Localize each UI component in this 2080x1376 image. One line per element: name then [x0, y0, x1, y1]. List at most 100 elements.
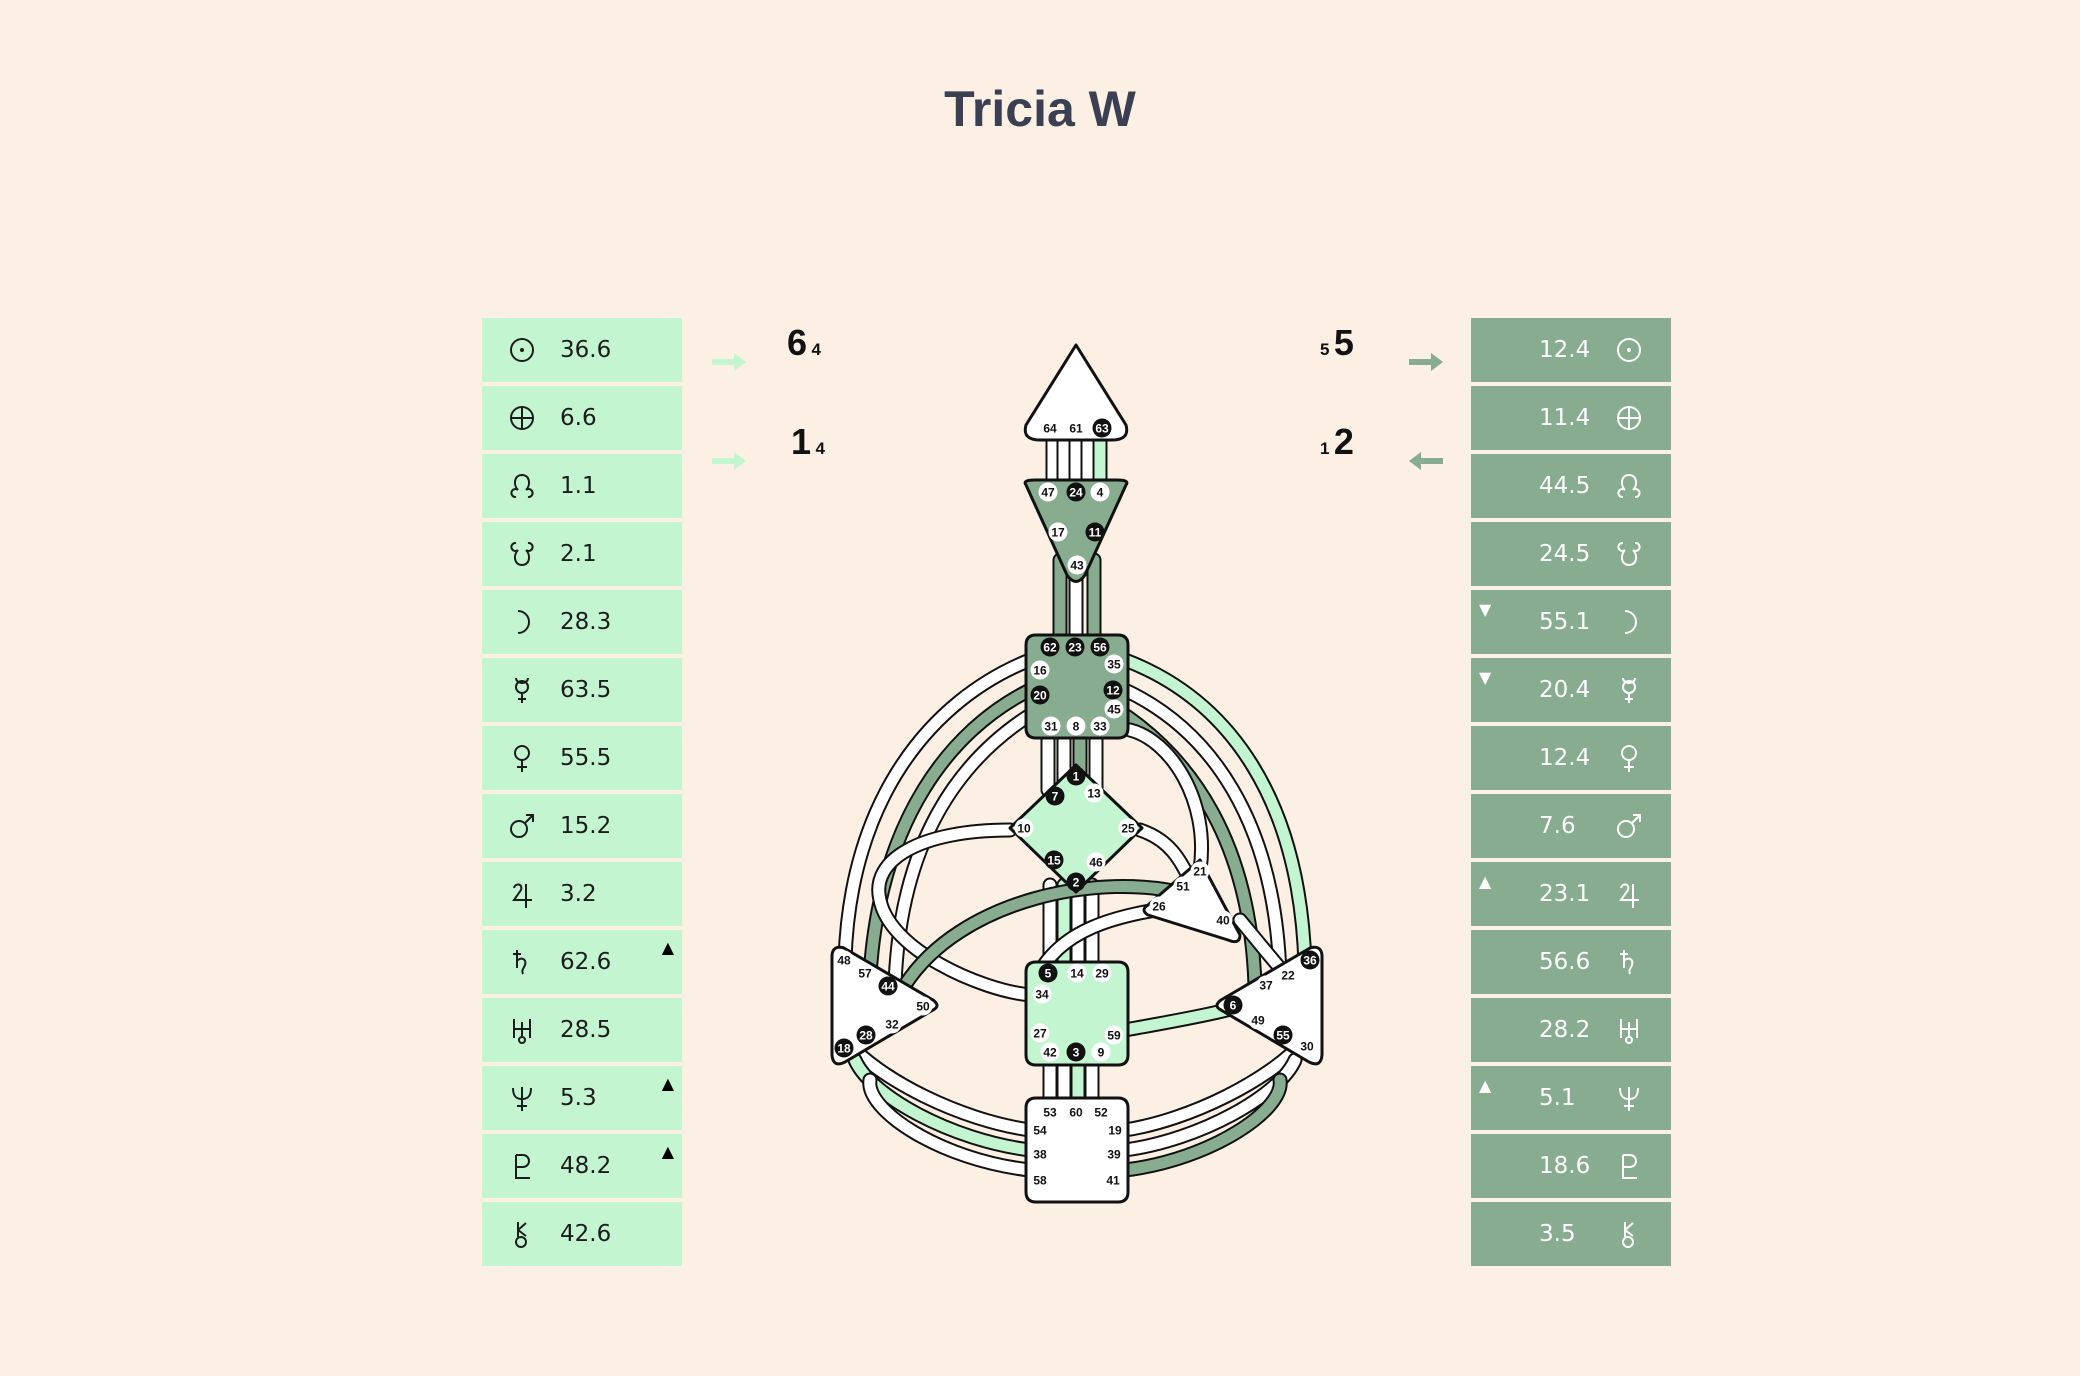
uranus-icon [513, 1019, 531, 1044]
gate-24-label: 24 [1069, 486, 1083, 500]
personality-row-neptune: 5.1 ▲ [1471, 1066, 1671, 1130]
earth-icon [510, 406, 534, 430]
gate-16-dot [1030, 660, 1050, 680]
gate-42-label: 42 [1043, 1046, 1057, 1060]
gate-58-dot [1030, 1170, 1050, 1190]
gate-24-dot [1066, 482, 1086, 502]
channel-fill [839, 654, 1036, 966]
row-value: 56.6 [1539, 949, 1591, 975]
channel-fill [899, 881, 1196, 991]
gate-9-dot [1091, 1042, 1111, 1062]
gate-26-dot [1149, 896, 1169, 916]
gate-63-label: 63 [1095, 422, 1109, 436]
gate-2-dot [1066, 872, 1086, 892]
design-row-moon: 28.3 [482, 590, 682, 654]
row-value: 1.1 [560, 473, 597, 499]
right-arrow-icon [712, 452, 746, 470]
gate-60-label: 60 [1069, 1106, 1083, 1120]
south-node-icon [510, 541, 534, 567]
gate-27-label: 27 [1033, 1027, 1047, 1041]
ajna-center [1023, 478, 1129, 583]
gate-4-label: 4 [1097, 486, 1104, 500]
design-row-neptune: 5.3▲ [482, 1066, 682, 1130]
moon-icon [517, 610, 530, 634]
gate-20-label: 20 [1033, 689, 1047, 703]
gate-2-label: 2 [1073, 876, 1080, 890]
gate-58-label: 58 [1033, 1174, 1047, 1188]
gate-25-label: 25 [1121, 822, 1135, 836]
design-row-north-node: 1.1 [482, 454, 682, 518]
gate-39-label: 39 [1107, 1148, 1121, 1162]
gate-23-dot [1065, 637, 1085, 657]
gate-47-label: 47 [1041, 486, 1055, 500]
detriment-triangle-icon: ▼ [1479, 668, 1492, 687]
gate-62-label: 62 [1043, 641, 1057, 655]
gate-47-dot [1038, 482, 1058, 502]
exalted-triangle-icon: ▲ [1479, 1076, 1492, 1095]
left-arrow-icon [1409, 452, 1443, 470]
gate-37-dot [1256, 975, 1276, 995]
gate-29-label: 29 [1095, 967, 1109, 981]
row-value: 2.1 [560, 541, 597, 567]
gate-5-dot [1038, 963, 1058, 983]
venus-icon [514, 745, 530, 772]
gate-1-dot [1066, 766, 1086, 786]
personality-row-uranus: 28.2 [1471, 998, 1671, 1062]
gate-32-label: 32 [885, 1018, 899, 1032]
pluto-icon [1622, 1154, 1637, 1179]
row-value: 12.4 [1539, 745, 1591, 771]
personality-row-sun: 12.4 [1471, 318, 1671, 382]
row-value: 11.4 [1539, 405, 1591, 431]
gate-51-dot [1173, 876, 1193, 896]
gate-18-dot [834, 1038, 854, 1058]
gate-42-dot [1040, 1042, 1060, 1062]
gate-17-dot [1048, 522, 1068, 542]
personality-row-mercury: 20.4▼ [1471, 658, 1671, 722]
channel-fill [1119, 684, 1286, 981]
personality-row-pluto: 18.6 [1471, 1134, 1671, 1198]
gate-57-dot [855, 963, 875, 983]
gate-43-dot [1067, 555, 1087, 575]
row-value: 36.6 [560, 337, 612, 363]
personality-row-mars: 7.6 [1471, 794, 1671, 858]
mars-icon [510, 814, 534, 838]
gate-30-dot [1297, 1036, 1317, 1056]
gate-37-label: 37 [1259, 979, 1273, 993]
gate-4-dot [1090, 482, 1110, 502]
gate-45-label: 45 [1107, 703, 1121, 717]
exalted-triangle-icon: ▲ [661, 938, 674, 957]
uranus-icon [1620, 1019, 1638, 1044]
gate-53-label: 53 [1043, 1106, 1057, 1120]
row-value: 42.6 [560, 1221, 612, 1247]
gate-54-label: 54 [1033, 1124, 1047, 1138]
mercury-icon [515, 677, 529, 703]
gate-36-dot [1300, 950, 1320, 970]
chart-title: Tricia W [944, 81, 1136, 137]
gate-11-label: 11 [1089, 526, 1102, 540]
gate-26-label: 26 [1152, 900, 1166, 914]
chiron-icon [515, 1222, 527, 1248]
row-value: 7.6 [1539, 813, 1576, 839]
gate-30-label: 30 [1300, 1040, 1314, 1054]
gate-40-dot [1213, 910, 1233, 930]
moon-icon [1624, 610, 1637, 634]
gate-12-label: 12 [1106, 684, 1120, 698]
gate-18-label: 18 [837, 1042, 851, 1056]
row-value: 62.6 [560, 949, 612, 975]
gate-38-dot [1030, 1144, 1050, 1164]
saturn-icon [513, 950, 527, 975]
row-value: 5.1 [1539, 1085, 1576, 1111]
gate-34-dot [1032, 984, 1052, 1004]
exalted-triangle-icon: ▲ [661, 1142, 674, 1161]
gate-43-label: 43 [1070, 559, 1084, 573]
gate-34-label: 34 [1035, 988, 1049, 1002]
exalted-triangle-icon: ▲ [661, 1074, 674, 1093]
gate-14-dot [1067, 963, 1087, 983]
gate-61-dot [1066, 418, 1086, 438]
gate-55-dot [1273, 1025, 1293, 1045]
head-center [1023, 343, 1129, 442]
gate-44-label: 44 [881, 980, 895, 994]
row-value: 6.6 [560, 405, 597, 431]
design-row-venus: 55.5 [482, 726, 682, 790]
